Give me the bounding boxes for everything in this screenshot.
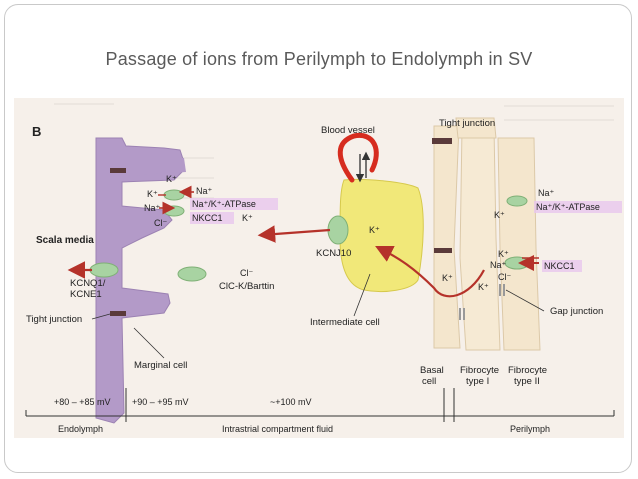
blood-vessel (337, 132, 379, 183)
marginal-cell-label: Marginal cell (134, 360, 187, 371)
gap-junction-label: Gap junction (550, 306, 603, 317)
compartment-endolymph: Endolymph (58, 424, 103, 434)
basal-cell-label-line2: cell (422, 376, 436, 387)
ion-nkcc1-fibro: NKCC1 (544, 261, 575, 271)
intermediate-cell-label: Intermediate cell (310, 317, 380, 328)
compartment-perilymph: Perilymph (510, 424, 550, 434)
ion-na: Na⁺ (196, 186, 213, 196)
blood-vessel-label: Blood vessel (321, 125, 375, 136)
clc-barttin-label: ClC-K/Barttin (219, 281, 274, 292)
ion-na-k-atpase: Na⁺/K⁺-ATPase (192, 199, 256, 209)
ion-cl-fibro: Cl⁻ (498, 272, 511, 282)
ion-k-top: K⁺ (166, 174, 177, 184)
na-k-atpase-fibrocyte (506, 195, 528, 207)
tight-junction-top-label: Tight junction (439, 118, 495, 129)
ion-k-fibro: K⁺ (478, 282, 489, 292)
ion-na-lower-fibro: Na⁺ (490, 260, 507, 270)
ion-nkcc1: NKCC1 (192, 213, 223, 223)
ion-k-lower-fibro: K⁺ (498, 249, 509, 259)
potential-marginal: +90 – +95 mV (132, 397, 189, 407)
stria-vascularis-figure: B Scala media Blood vessel Tight junctio… (14, 98, 624, 438)
basal-cell-label-line1: Basal (420, 365, 444, 376)
potential-endolymph: +80 – +85 mV (54, 397, 111, 407)
ion-k-upper-fibro: K⁺ (494, 210, 505, 220)
fibrocyte-type1-line1: Fibrocyte (460, 365, 499, 376)
ion-k-intermediate: K⁺ (369, 225, 380, 235)
tight-junction-marker-left (110, 311, 126, 316)
tight-junction-marker-basal (432, 138, 452, 144)
potential-intrastrial: ~+100 mV (270, 397, 312, 407)
ion-passage-diagram: B Scala media Blood vessel Tight junctio… (14, 98, 624, 438)
ion-cl-right: Cl⁻ (240, 268, 253, 278)
tight-junction-marker-top (110, 168, 126, 173)
kcnq1-channel (89, 262, 119, 278)
transporters (89, 189, 530, 282)
ion-na-k-atpase-fibro: Na⁺/K⁺-ATPase (536, 202, 600, 212)
kcnq1-label-line2: KCNE1 (70, 289, 102, 300)
fibrocyte-type2-line1: Fibrocyte (508, 365, 547, 376)
ion-cl-left: Cl⁻ (154, 218, 167, 228)
ion-k-right: K⁺ (242, 213, 253, 223)
kcnj10-label: KCNJ10 (316, 248, 351, 259)
ion-k-basal: K⁺ (442, 273, 453, 283)
slide-title: Passage of ions from Perilymph to Endoly… (105, 49, 533, 69)
kcnj10-channel (327, 215, 349, 245)
fibrocyte-type1-line2: type I (466, 376, 489, 387)
panel-letter: B (32, 124, 41, 139)
tight-junction-left-label: Tight junction (26, 314, 82, 325)
ion-na-left: Na⁺ (144, 203, 161, 213)
k-flow-arrows (67, 185, 539, 298)
basal-and-fibrocyte-cells (432, 117, 541, 351)
clc-k-channel (177, 266, 207, 282)
marginal-cell (95, 137, 186, 424)
compartment-scale (25, 388, 615, 422)
fibrocyte-type2-line2: type II (514, 376, 540, 387)
compartment-intrastrial: Intrastrial compartment fluid (222, 424, 333, 434)
na-k-atpase-marginal (163, 189, 185, 201)
ion-na-fibro: Na⁺ (538, 188, 555, 198)
kcnq1-label-line1: KCNQ1/ (70, 278, 106, 289)
intermediate-cell (339, 179, 424, 293)
scala-media-label: Scala media (36, 235, 94, 246)
ion-k-left: K⁺ (147, 189, 158, 199)
